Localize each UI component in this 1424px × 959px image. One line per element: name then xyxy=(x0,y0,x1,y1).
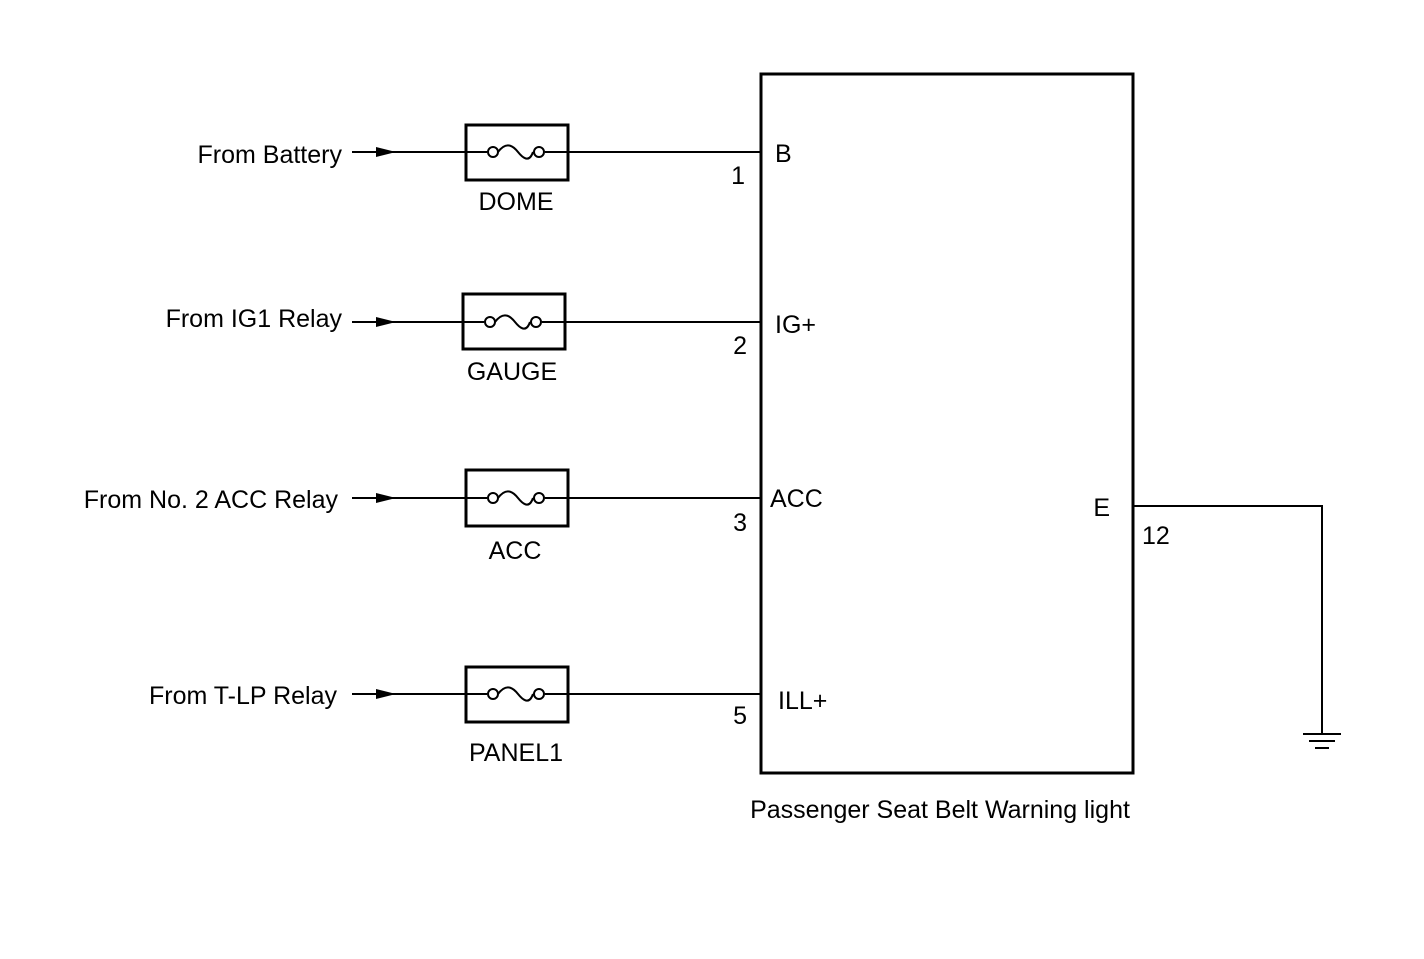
terminal-label-ill: ILL+ xyxy=(778,687,827,715)
pin-number-12: 12 xyxy=(1142,522,1170,550)
circuit-tlp: From T-LP Relay PANEL1 5 ILL+ xyxy=(149,665,827,767)
fuse-panel1 xyxy=(464,665,570,724)
circuit-acc: From No. 2 ACC Relay ACC 3 ACC xyxy=(84,468,823,565)
circuit-ground: E 12 xyxy=(1093,494,1341,749)
fuse-terminal xyxy=(533,146,545,158)
circuit-ig1: From IG1 Relay GAUGE 2 IG+ xyxy=(166,292,816,386)
pin-number-2: 2 xyxy=(733,332,747,360)
ground-wire xyxy=(1133,505,1323,734)
pin-number-1: 1 xyxy=(731,162,745,190)
arrow-icon xyxy=(376,689,396,699)
terminal-label-ig: IG+ xyxy=(775,311,816,339)
fuse-terminal xyxy=(533,492,545,504)
terminal-label-acc: ACC xyxy=(770,485,823,513)
arrow-icon xyxy=(376,147,396,157)
source-label-battery: From Battery xyxy=(198,141,343,169)
source-label-acc: From No. 2 ACC Relay xyxy=(84,486,339,514)
warning-light-component-box xyxy=(759,72,1135,775)
terminal-label-e: E xyxy=(1093,494,1110,522)
fuse-gauge xyxy=(461,292,567,351)
fuse-element-icon xyxy=(497,686,534,702)
component-name-label: Passenger Seat Belt Warning light xyxy=(750,796,1130,824)
terminal-label-b: B xyxy=(775,140,792,168)
fuse-element-icon xyxy=(497,144,534,160)
fuse-dome xyxy=(464,123,570,182)
arrow-icon xyxy=(376,493,396,503)
fuse-terminal xyxy=(530,316,542,328)
source-label-tlp: From T-LP Relay xyxy=(149,682,338,710)
ground-icon xyxy=(1303,733,1341,749)
fuse-terminal xyxy=(484,316,496,328)
pin-number-3: 3 xyxy=(733,509,747,537)
fuse-acc xyxy=(464,468,570,528)
fuse-label-dome: DOME xyxy=(479,188,554,216)
fuse-label-acc: ACC xyxy=(489,537,542,565)
fuse-terminal xyxy=(487,146,499,158)
fuse-terminal xyxy=(487,492,499,504)
source-label-ig1: From IG1 Relay xyxy=(166,305,343,333)
fuse-label-panel1: PANEL1 xyxy=(469,739,563,767)
fuse-element-icon xyxy=(497,490,534,506)
circuit-battery: From Battery DOME 1 B xyxy=(198,123,792,216)
arrow-icon xyxy=(376,317,396,327)
fuse-terminal xyxy=(487,688,499,700)
fuse-label-gauge: GAUGE xyxy=(467,358,557,386)
pin-number-5: 5 xyxy=(733,702,747,730)
fuse-terminal xyxy=(533,688,545,700)
fuse-element-icon xyxy=(494,314,531,330)
